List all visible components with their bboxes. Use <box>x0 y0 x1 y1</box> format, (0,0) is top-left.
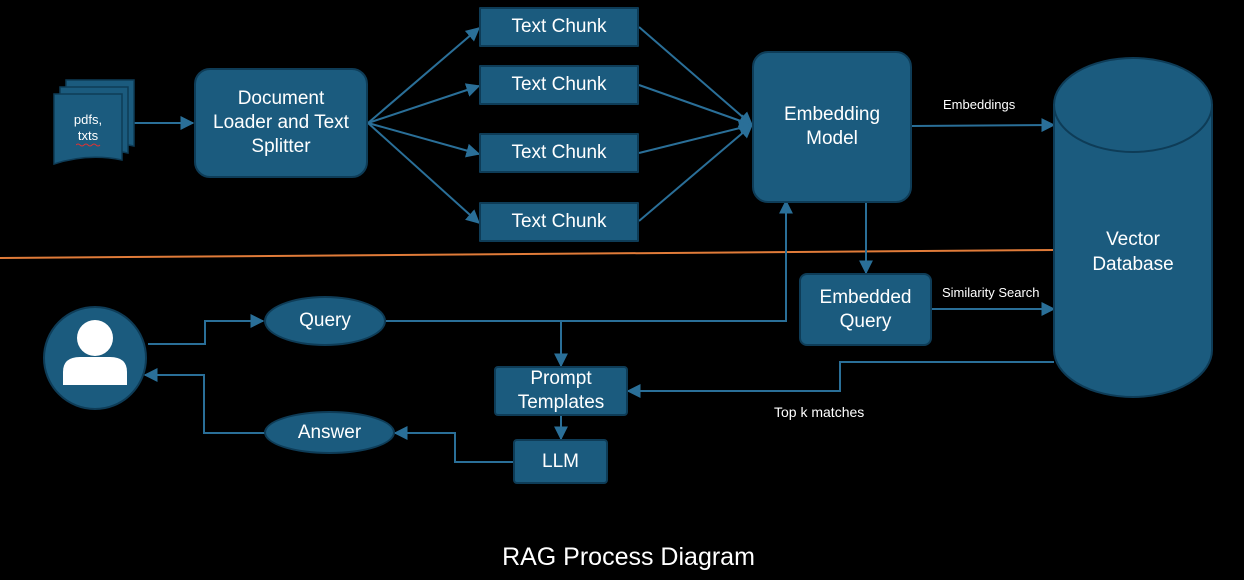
document-loader-splitter: Document Loader and Text Splitter <box>194 68 368 178</box>
user-avatar <box>43 306 147 410</box>
answer-node: Answer <box>264 411 395 454</box>
embeddings-label: Embeddings <box>943 97 1016 112</box>
document-stack-icon <box>53 79 135 166</box>
arrow-db-to-prompt <box>626 361 1054 398</box>
arrow-chunk-2-to-embedding <box>638 84 754 128</box>
arrow-loader-to-chunk-4 <box>367 122 481 224</box>
arrow-llm-to-answer <box>393 426 513 463</box>
top-k-matches-label: Top k matches <box>774 404 865 420</box>
arrow-loader-to-chunk-2 <box>367 83 481 124</box>
embedding-model: Embedding Model <box>752 51 912 203</box>
arrow-chunk-3-to-embedding <box>638 121 754 154</box>
arrow-loader-to-chunk-3 <box>367 122 481 158</box>
text-chunk-1: Text Chunk <box>479 7 639 47</box>
user-body-icon <box>63 357 127 385</box>
divider-line <box>0 249 1057 259</box>
arrow-embedding-to-db <box>911 118 1056 133</box>
text-chunk-3: Text Chunk <box>479 133 639 173</box>
arrow-query-to-embedding <box>386 199 793 322</box>
embedded-query: Embedded Query <box>799 273 932 346</box>
diagram-caption: RAG Process Diagram <box>502 543 755 571</box>
source-docs-label: pdfs, txts <box>73 112 103 144</box>
prompt-templates: Prompt Templates <box>494 366 628 416</box>
vector-database-label: Vector Database <box>1092 229 1174 275</box>
arrow-user-to-query <box>148 314 265 345</box>
arrow-chunk-4-to-embedding <box>638 124 754 222</box>
spellcheck-underline <box>76 143 101 147</box>
vector-database-cylinder <box>1053 57 1213 398</box>
query-node: Query <box>264 296 386 346</box>
text-chunk-2: Text Chunk <box>479 65 639 105</box>
arrow-loader-to-chunk-1 <box>367 27 481 124</box>
similarity-search-label: Similarity Search <box>942 285 1040 300</box>
text-chunk-4: Text Chunk <box>479 202 639 242</box>
arrow-chunk-1-to-embedding <box>638 26 754 126</box>
arrow-answer-to-user <box>143 368 265 434</box>
user-head-icon <box>77 320 113 356</box>
llm-node: LLM <box>513 439 608 484</box>
